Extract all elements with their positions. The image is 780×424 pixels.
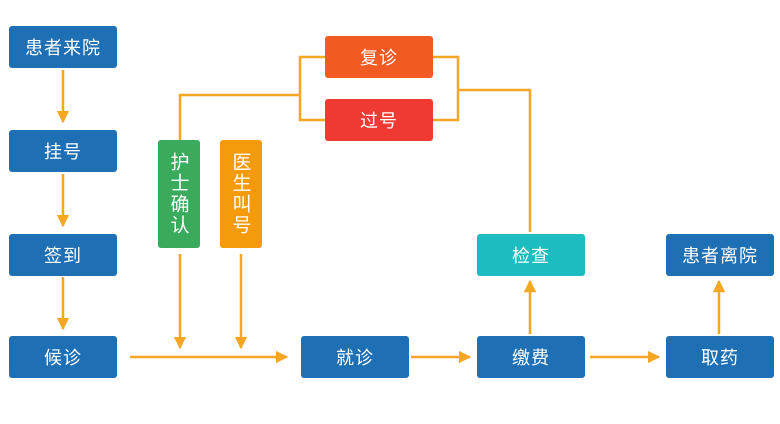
node-nurse-confirm: 护士确认 (158, 140, 200, 248)
connector-loop-left-bracket (298, 55, 325, 122)
node-consult: 就诊 (301, 336, 409, 378)
node-register: 挂号 (9, 130, 117, 172)
node-wait: 候诊 (9, 336, 117, 378)
node-pharmacy: 取药 (666, 336, 774, 378)
connector-loop-left (178, 93, 300, 140)
node-doctor-call: 医生叫号 (220, 140, 262, 248)
node-leave: 患者离院 (666, 234, 774, 276)
connector-loop-right-bracket (433, 55, 460, 122)
node-pay: 缴费 (477, 336, 585, 378)
node-missed: 过号 (325, 99, 433, 141)
connector-loop-right (458, 88, 532, 232)
node-checkin: 签到 (9, 234, 117, 276)
node-revisit: 复诊 (325, 36, 433, 78)
node-exam: 检查 (477, 234, 585, 276)
node-arrive: 患者来院 (9, 26, 117, 68)
